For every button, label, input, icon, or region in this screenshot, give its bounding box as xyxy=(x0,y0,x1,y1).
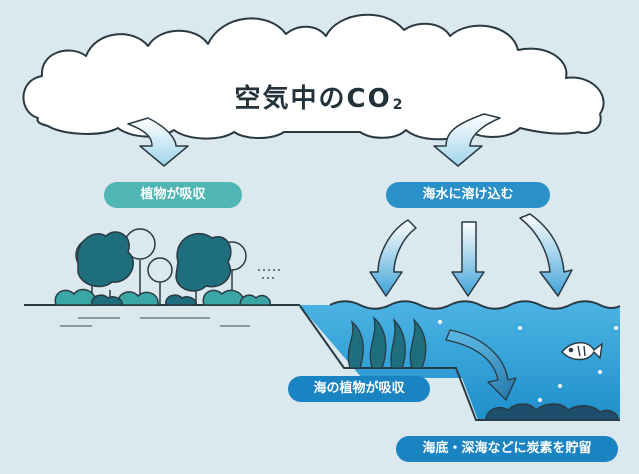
dissolve-sea-label: 海水に溶け込む xyxy=(386,182,550,208)
seabed-sediment xyxy=(485,403,619,421)
sea-to-deep-arrow xyxy=(445,329,517,401)
plants-absorb-label: 植物が吸収 xyxy=(104,182,242,208)
dissolve-arrow-center xyxy=(451,221,485,297)
cloud-shape xyxy=(22,13,605,141)
cloud-to-plants-arrow xyxy=(127,117,189,167)
cloud-co2-subscript: 2 xyxy=(392,97,405,113)
cloud-co2-label: 空気中のCO2 xyxy=(0,78,639,115)
bubbles xyxy=(438,320,618,402)
sea-surface-wave xyxy=(329,300,621,310)
dissolve-arrow-right xyxy=(519,213,573,297)
deep-sea-storage-label: 海底・深海などに炭素を貯留 xyxy=(396,436,618,462)
dissolve-arrow-left xyxy=(369,219,417,297)
forest xyxy=(54,228,271,306)
seaweed xyxy=(347,316,427,369)
cloud-to-sea-arrow xyxy=(433,113,501,167)
fish-icon xyxy=(561,342,603,361)
cloud-co2-text: 空気中のCO xyxy=(234,84,392,114)
sea-plants-absorb-label: 海の植物が吸収 xyxy=(288,376,430,402)
